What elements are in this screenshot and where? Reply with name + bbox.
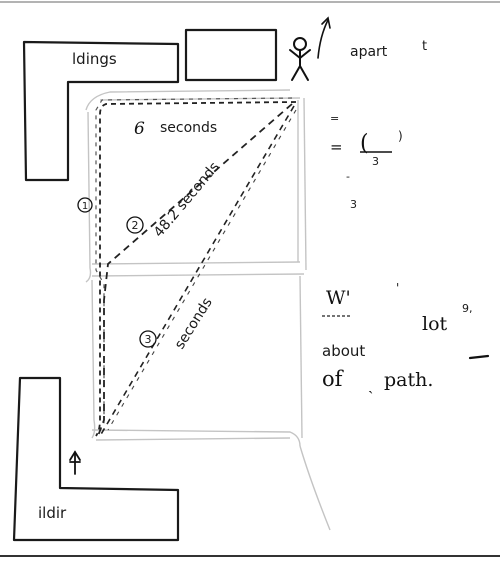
building-bottom-label: ildir — [38, 504, 67, 522]
note-path: path. — [384, 369, 433, 391]
route-2-time: 48.2 seconds — [151, 159, 223, 240]
note-of: of — [322, 367, 345, 391]
note-w: W' — [326, 287, 351, 309]
route-3-marker: 3 — [140, 331, 156, 347]
eq-symbol-2: = — [330, 138, 343, 156]
eq-denominator-1: 3 — [372, 155, 379, 168]
route-3-path — [100, 106, 294, 436]
note-lot: lot — [422, 313, 448, 335]
note-about: about — [322, 342, 365, 360]
svg-text:2: 2 — [132, 219, 139, 232]
route-1-time: 6 — [134, 119, 145, 139]
note-superscript: 9, — [462, 302, 473, 315]
route-2-path — [98, 104, 292, 436]
route-3-time: seconds — [172, 295, 216, 352]
bottom-person-icon — [70, 452, 80, 474]
route-1-path-inner — [96, 98, 292, 424]
note-tick: ' — [396, 281, 399, 295]
svg-text:3: 3 — [145, 333, 152, 346]
eq-symbol-1: = — [330, 112, 339, 125]
building-top-label: ldings — [72, 50, 117, 68]
route-1-unit: seconds — [160, 120, 217, 136]
building-top-middle — [186, 30, 276, 80]
svg-text:1: 1 — [82, 201, 88, 212]
eq-denominator-2: 3 — [350, 198, 357, 211]
note-dash — [470, 356, 488, 358]
note-comma: ˎ — [368, 375, 373, 394]
route-1-path — [96, 102, 296, 436]
eq-dash: - — [346, 170, 350, 183]
eq-fraction-paren: ) — [398, 129, 403, 143]
note-mark: t — [422, 39, 427, 54]
person-icon — [290, 38, 310, 80]
note-apart: apart — [350, 44, 388, 60]
route-3-path-b — [108, 110, 296, 430]
route-2-marker: 2 — [127, 217, 143, 233]
direction-arrow-icon — [318, 18, 330, 58]
route-1-marker: 1 — [78, 198, 92, 212]
